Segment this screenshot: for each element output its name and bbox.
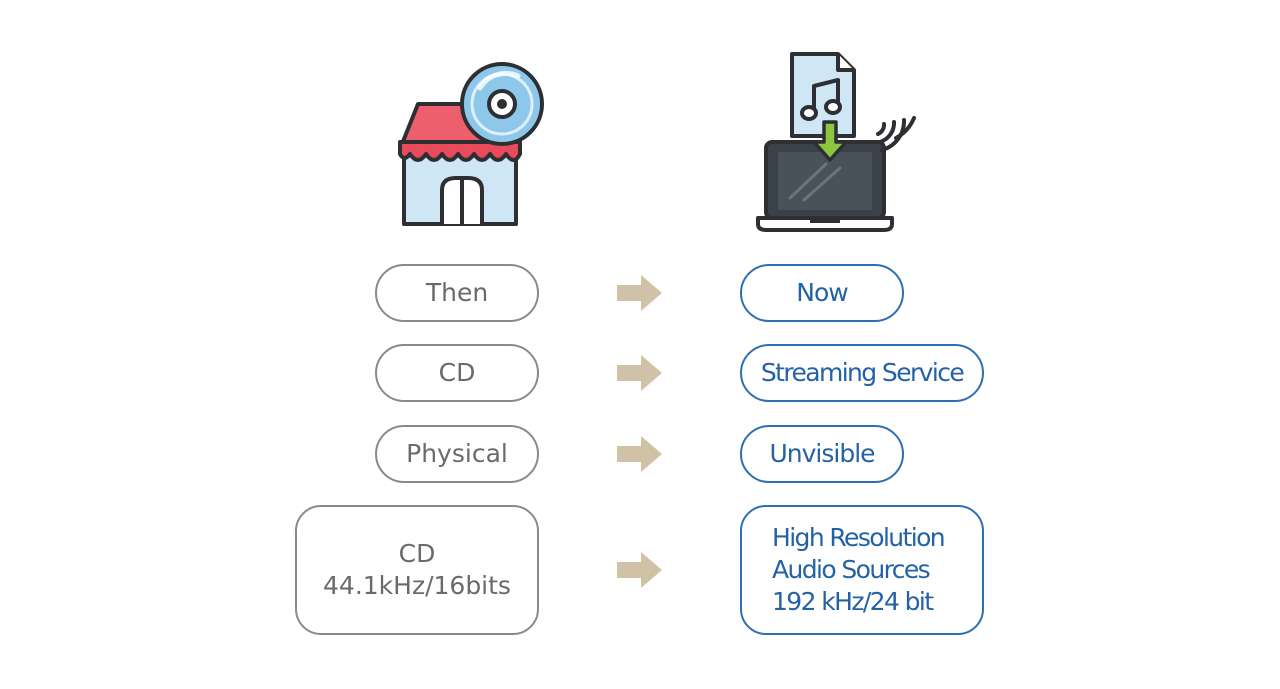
cd-spec-label: CD 44.1kHz/16bits [295,505,539,635]
now-label: Now [740,264,904,322]
unvisible-label: Unvisible [740,425,904,483]
right-arrow-icon [617,275,662,311]
physical-label: Physical [375,425,539,483]
right-arrow-icon [617,436,662,472]
then-label: Then [375,264,539,322]
high-resolution-label: High Resolution Audio Sources 192 kHz/24… [740,505,984,635]
streaming-service-label: Streaming Service [740,344,984,402]
cd-label: CD [375,344,539,402]
right-arrow-icon [617,355,662,391]
right-arrow-icon [617,552,662,588]
laptop-music-download-icon [756,50,926,232]
music-store-cd-icon [388,58,548,230]
